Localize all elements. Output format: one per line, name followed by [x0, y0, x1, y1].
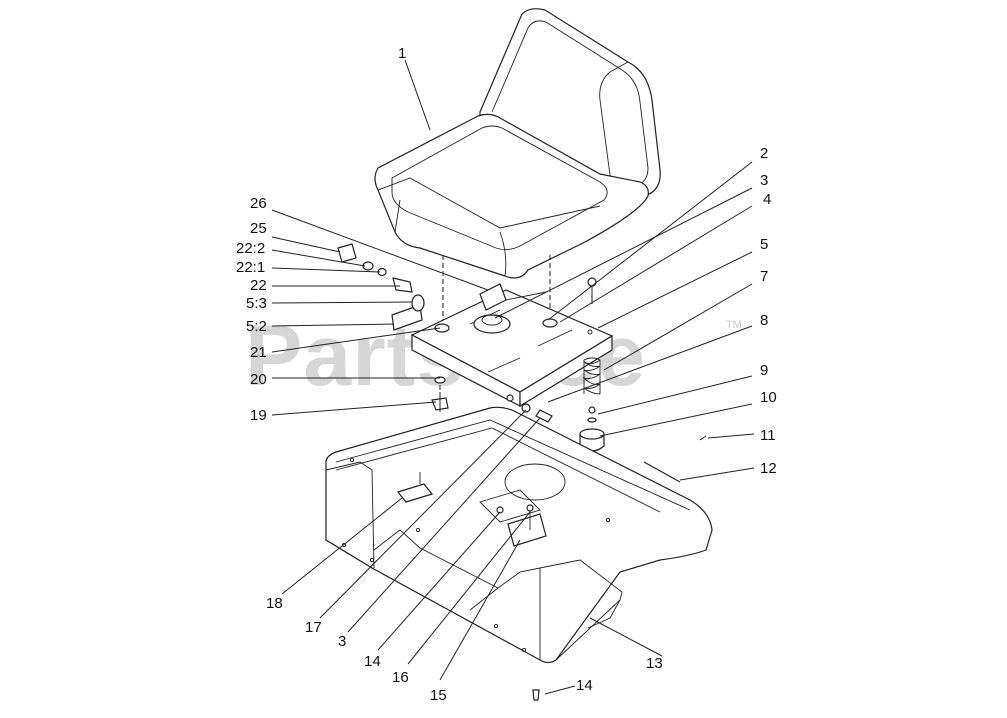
callout-1: 1: [398, 45, 406, 62]
callout-5-2: 5:2: [246, 318, 267, 335]
callout-3-lower: 3: [338, 633, 346, 650]
callout-5: 5: [760, 236, 768, 253]
callout-10: 10: [760, 389, 777, 406]
callout-labels: 1 2 3 4 5 7 8 9 10 11 12 13 14 14 15 16 …: [236, 45, 777, 704]
latch-hardware: [337, 243, 413, 293]
callout-11: 11: [760, 427, 776, 444]
callout-13: 13: [646, 655, 663, 672]
callout-14: 14: [364, 653, 381, 670]
callout-8: 8: [760, 312, 768, 329]
callout-4: 4: [763, 191, 771, 208]
callout-3: 3: [760, 172, 768, 189]
callout-7: 7: [760, 268, 768, 285]
plate-hardware: [431, 376, 553, 423]
fender-body-part: [325, 406, 713, 701]
callout-2: 2: [760, 145, 768, 162]
callout-18: 18: [266, 595, 283, 612]
callout-15: 15: [430, 687, 447, 704]
callout-25: 25: [250, 220, 267, 237]
callout-19: 19: [250, 407, 267, 424]
callout-20: 20: [250, 371, 267, 388]
seat-part: [374, 8, 661, 279]
callout-12: 12: [760, 460, 777, 477]
callout-22: 22: [250, 277, 267, 294]
callout-22-1: 22:1: [236, 259, 265, 276]
leader-lines: [271, 59, 755, 695]
callout-17: 17: [305, 619, 322, 636]
callout-21: 21: [250, 344, 267, 361]
seat-plate-part: [391, 283, 614, 408]
callout-16: 16: [392, 669, 409, 686]
watermark-trademark: TM: [726, 319, 742, 331]
callout-22-2: 22:2: [236, 240, 265, 257]
callout-5-3: 5:3: [246, 295, 267, 312]
callout-26: 26: [250, 195, 267, 212]
callout-9: 9: [760, 362, 768, 379]
callout-14-bottom: 14: [576, 677, 593, 694]
